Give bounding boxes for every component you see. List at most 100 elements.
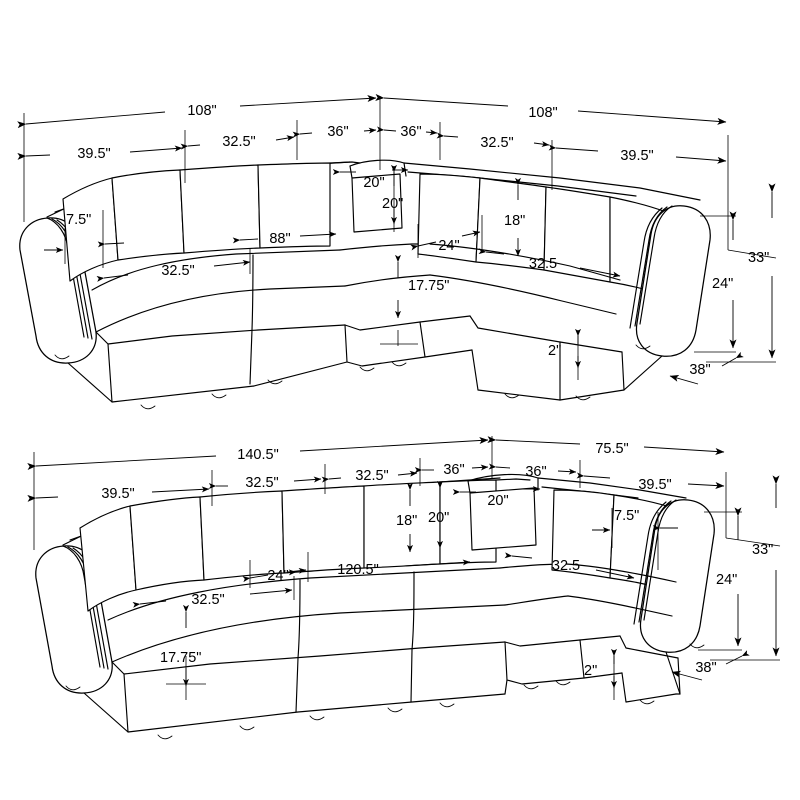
dimline-36-left-b (363, 127, 377, 134)
dim-label-b36-right: 36" (525, 464, 546, 480)
left-seat-front-edge (95, 285, 346, 333)
left-arm-inner-b1 (62, 545, 101, 668)
back-cushion-B3 (199, 490, 285, 581)
dimline-108-right-b (577, 110, 727, 125)
dimline-325-right-a (436, 132, 459, 139)
dim-label-75: 7.5" (66, 212, 91, 228)
left-base-bottom (253, 361, 348, 387)
corner-base-split (419, 321, 426, 358)
dim-label-18: 18" (504, 213, 525, 229)
leg-R3 (635, 344, 651, 350)
right-seat-back (429, 243, 621, 281)
dim-label-b20-height: 20" (428, 510, 449, 526)
dim-label-395-left: 39.5" (77, 146, 110, 162)
dim-label-36-left: 36" (327, 124, 348, 140)
leg-R1 (504, 393, 520, 399)
dim-label-108-right: 108" (528, 105, 557, 121)
corner-pillow-b (469, 487, 537, 551)
dim-label-b325-b: 32.5" (355, 468, 388, 484)
dim-label-755: 75.5" (595, 441, 628, 457)
sofa-short-run-bottom (537, 477, 715, 705)
long-seat-front-roll (111, 641, 506, 675)
dimline-b38-a (671, 670, 703, 681)
dim-label-20-height: 20" (382, 196, 403, 212)
dim-label-325-right-seat: 32.5 (529, 256, 557, 272)
back-cushion-B1 (79, 505, 137, 612)
dim-label-b38: 38" (695, 660, 716, 676)
dim-label-b1775: 17.75" (160, 650, 201, 666)
dim-label-b395-left: 39.5" (101, 486, 134, 502)
dimline-325r-a (478, 248, 505, 255)
leg-B1 (157, 734, 173, 740)
dimline-325r-b (579, 267, 621, 278)
top-chain-32-5: 32.5" 32.5" (180, 130, 553, 190)
dim-label-1205: 120.5" (337, 562, 378, 578)
left-seat-front-roll (95, 324, 346, 345)
dimline-325-left-a (180, 143, 201, 150)
corner-pillow-edge-lb (467, 480, 471, 494)
top-detail-dimensions: 7.5" 32.5" 88" 20" 20" 18" (44, 164, 777, 385)
corner-seat-front (344, 274, 431, 287)
dimline-108-left-b (239, 95, 377, 107)
left-base-right-edge (344, 324, 348, 363)
dimline-b325a-b (293, 476, 322, 483)
dimline-88-a (232, 237, 259, 244)
right-arm-base-join (623, 355, 663, 391)
dimline-b325seat-b (249, 587, 293, 595)
leg-B4 (387, 707, 403, 713)
corner-base-top (344, 315, 471, 331)
long-seat-split-2-low (410, 649, 413, 703)
dimline-b325r-b (595, 569, 635, 580)
right-arm-inner-1 (639, 205, 673, 325)
long-seat-split-2 (411, 571, 415, 651)
dimline-325-left-b (275, 135, 295, 142)
dim-label-395-right: 39.5" (620, 148, 653, 164)
corner-base-bottom-b (506, 672, 623, 685)
bottom-chain-325: 32.5" 32.5" (208, 464, 418, 506)
dimline-b325seat-a (132, 600, 167, 608)
dimline-755-b (643, 446, 725, 455)
dimline-108-right-a (375, 93, 509, 107)
left-arm-base-join (67, 362, 113, 403)
corner-pillow-edge-r (403, 162, 407, 177)
right-base-right-edge (621, 351, 625, 391)
dim-label-b325-seat: 32.5" (191, 592, 224, 608)
dim-label-b18: 18" (396, 513, 417, 529)
corner-base-top-b (504, 635, 621, 647)
right-backrest-top (403, 162, 701, 201)
left-seat-back-edge (91, 249, 341, 291)
right-arm-inner-b3 (633, 501, 667, 625)
dimline-395-left-a (17, 152, 51, 160)
dimline-395-left-b (129, 145, 183, 153)
back-cushion-B2 (129, 496, 205, 591)
corner-pillow (351, 173, 403, 233)
leg-L3 (267, 379, 283, 385)
dimline-b395L-a (27, 494, 59, 502)
leg-C1 (359, 366, 375, 372)
dim-label-1775: 17.75" (408, 278, 449, 294)
dimline-325-right-b (533, 141, 550, 148)
dimline-1205-a (288, 569, 315, 576)
long-arm-base-join (83, 692, 129, 733)
right-seat-front (429, 274, 617, 315)
corner-module-top (329, 159, 473, 372)
leg-B6 (65, 685, 81, 691)
corner-pillow-top-roll (349, 159, 405, 167)
leg-SB2 (689, 643, 705, 649)
ext-b33-top (725, 537, 781, 547)
dim-label-24-arm: 24" (712, 276, 733, 292)
dim-label-2: 2" (548, 343, 561, 359)
leg-SB1 (639, 699, 655, 705)
dim-label-33: 33" (748, 250, 769, 266)
dimline-b395L-b (151, 486, 210, 493)
dimline-36-right-b (425, 129, 438, 136)
dimline-24-b (461, 230, 481, 237)
dimline-38-b (721, 351, 744, 367)
dimline-24-a (410, 241, 437, 251)
corner-base-split-b (579, 639, 585, 679)
dimline-b38-b (725, 650, 750, 665)
dim-label-b325-right-seat: 32.5 (552, 558, 580, 574)
dim-label-108-left: 108" (187, 103, 216, 119)
right-seat-front-roll (469, 315, 623, 353)
ext-33-top (727, 249, 777, 259)
